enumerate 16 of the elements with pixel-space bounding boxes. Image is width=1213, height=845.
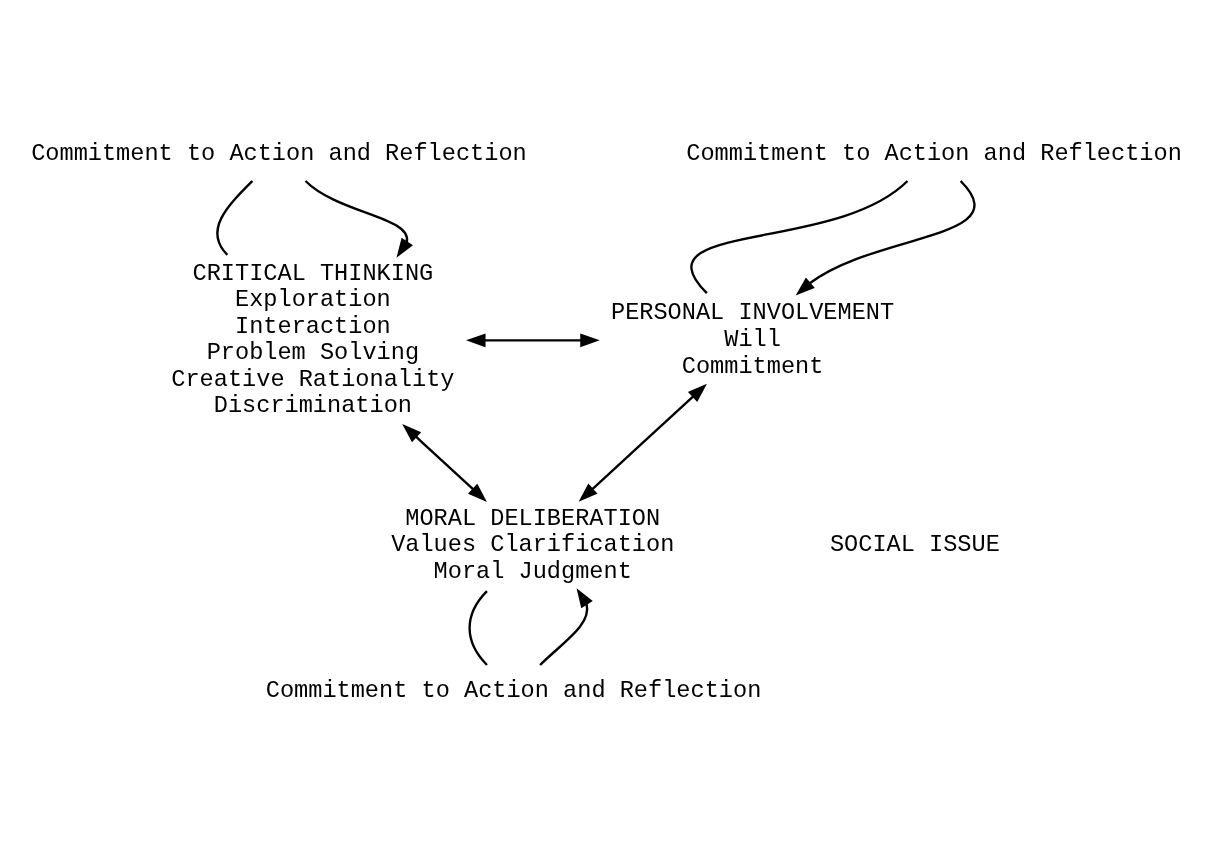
- node-text: Commitment to Action and Reflection: [265, 676, 762, 704]
- node-text: CRITICAL THINKING Exploration Interaction Problem Solving Creative Rationality Discrimination: [171, 259, 455, 419]
- arrow: [402, 423, 487, 502]
- arrow: [466, 333, 600, 347]
- connector: [468, 589, 488, 666]
- node-text: PERSONAL INVOLVEMENT Will Commitment: [610, 298, 895, 380]
- node-text: Commitment to Action and Reflection: [686, 139, 1182, 167]
- node-text: MORAL DELIBERATION Values Clarification Moral Judgment: [391, 504, 675, 585]
- arrow: [539, 587, 593, 666]
- node-text: Commitment to Action and Reflection: [31, 139, 527, 167]
- arrow: [795, 179, 976, 295]
- arrow: [304, 179, 413, 258]
- label: SOCIAL ISSUE: [829, 530, 1000, 558]
- connector: [690, 179, 909, 294]
- connector: [216, 179, 254, 256]
- arrow: [578, 383, 707, 502]
